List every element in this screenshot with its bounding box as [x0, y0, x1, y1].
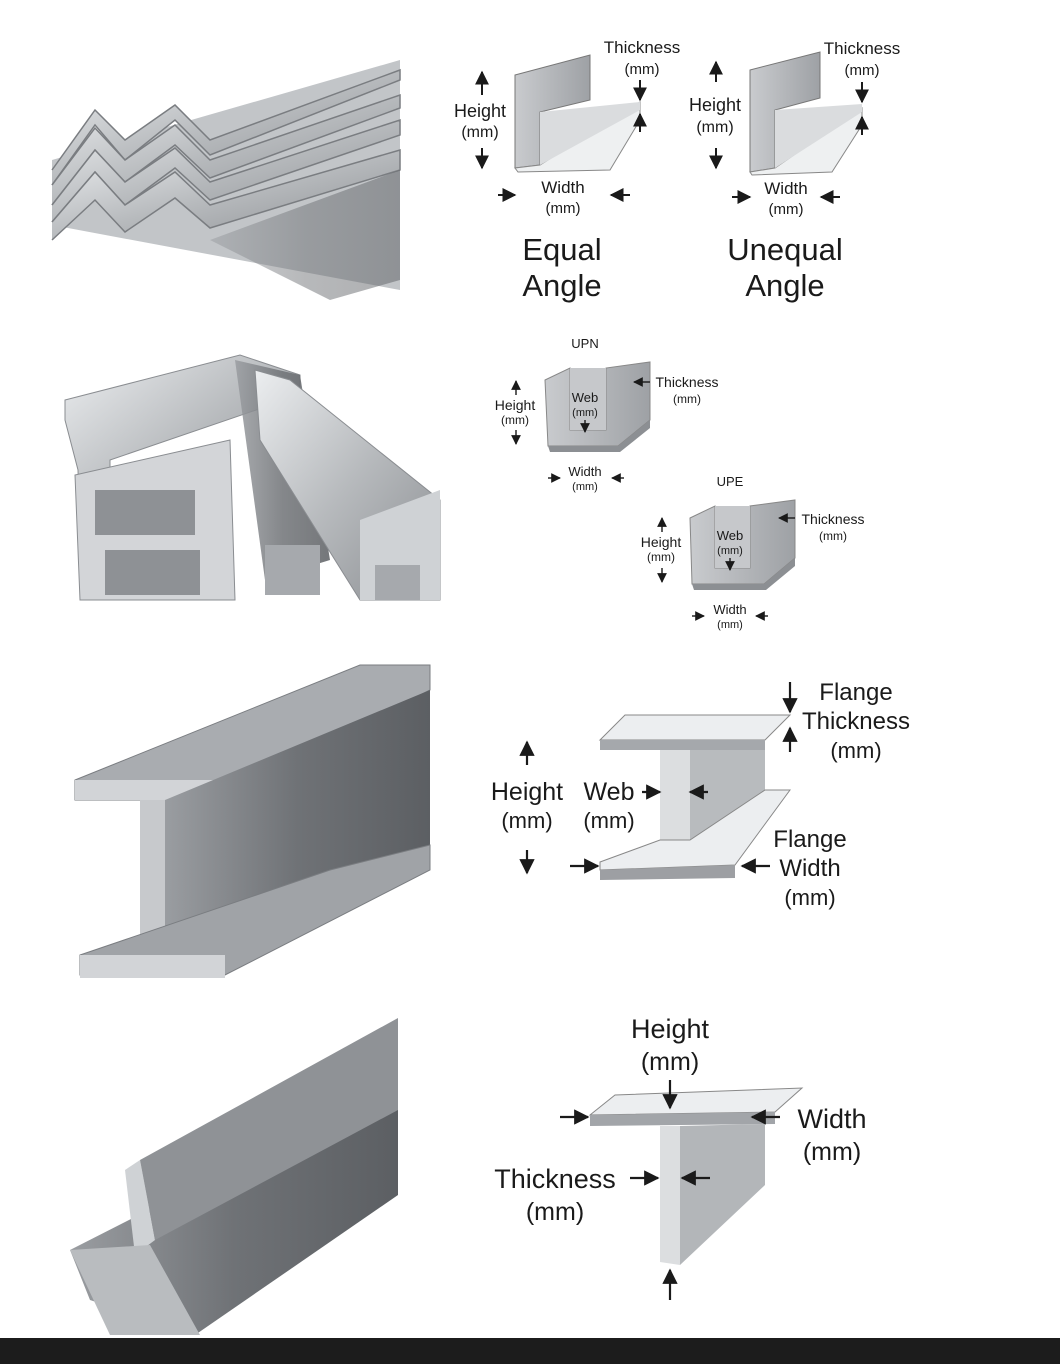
upe-title: UPE — [717, 474, 744, 489]
equal-thickness-unit: (mm) — [625, 61, 660, 78]
upn-diagram: UPN Height (mm) Web (mm) Width (mm) Thic… — [495, 336, 719, 493]
equal-width-label: Width — [541, 178, 584, 197]
unequal-height-unit: (mm) — [696, 119, 733, 136]
ibeam-web-unit: (mm) — [583, 808, 634, 833]
ibeam-flange-width-line2: Width — [779, 855, 840, 882]
upn-web-unit: (mm) — [572, 407, 598, 419]
upe-thickness-unit: (mm) — [819, 529, 847, 543]
bottom-bar — [0, 1338, 1060, 1364]
equal-angle-diagram: Height (mm) Width (mm) Thickness (mm) Eq… — [454, 38, 680, 303]
ibeam-photo — [74, 664, 431, 978]
upn-thickness-unit: (mm) — [673, 392, 701, 406]
equal-thickness-label: Thickness — [604, 38, 681, 57]
upe-height-unit: (mm) — [647, 550, 675, 564]
ibeam-web-label: Web — [584, 778, 635, 806]
upe-height-label: Height — [641, 534, 682, 550]
ibeam-flange-thickness-line2: Thickness — [802, 708, 910, 735]
angle-bars-photo — [51, 60, 401, 300]
tee-height-label: Height — [631, 1014, 710, 1044]
unequal-angle-diagram: Height (mm) Width (mm) Thickness (mm) Un… — [689, 39, 900, 303]
ibeam-flange-width-line1: Flange — [773, 826, 846, 853]
upn-thickness-label: Thickness — [655, 374, 718, 390]
equal-width-unit: (mm) — [546, 200, 581, 217]
tee-photo — [70, 1018, 398, 1335]
upn-height-unit: (mm) — [501, 413, 529, 427]
tee-thickness-unit: (mm) — [526, 1198, 584, 1226]
upe-thickness-label: Thickness — [801, 511, 864, 527]
unequal-thickness-label: Thickness — [824, 39, 901, 58]
upn-web-label: Web — [572, 390, 599, 405]
unequal-width-label: Width — [764, 179, 807, 198]
upe-web-label: Web — [717, 528, 744, 543]
tee-height-unit: (mm) — [641, 1048, 699, 1076]
equal-height-label: Height — [454, 101, 506, 121]
equal-height-unit: (mm) — [461, 124, 498, 141]
unequal-width-unit: (mm) — [769, 201, 804, 218]
tee-width-label: Width — [797, 1104, 866, 1134]
unequal-angle-title-line1: Unequal — [727, 232, 842, 267]
upn-width-label: Width — [568, 464, 601, 479]
upe-width-unit: (mm) — [717, 619, 743, 631]
ibeam-flange-thickness-line1: Flange — [819, 679, 892, 706]
tee-diagram: Height (mm) Width (mm) Thickness (mm) — [494, 1014, 867, 1300]
unequal-thickness-unit: (mm) — [845, 62, 880, 79]
upn-title: UPN — [571, 336, 598, 351]
ibeam-section: Height (mm) Web (mm) Flange Thickness (m… — [74, 664, 910, 978]
equal-angle-title-line1: Equal — [522, 232, 601, 267]
angle-section: Height (mm) Width (mm) Thickness (mm) Eq… — [51, 38, 900, 303]
upe-diagram: UPE Height (mm) Web (mm) Width (mm) Thic… — [641, 474, 865, 631]
ibeam-height-unit: (mm) — [501, 808, 552, 833]
ibeam-flange-thickness-unit: (mm) — [830, 738, 881, 763]
ibeam-height-label: Height — [491, 778, 563, 806]
upn-width-unit: (mm) — [572, 481, 598, 493]
tee-thickness-label: Thickness — [494, 1164, 616, 1194]
tee-width-unit: (mm) — [803, 1138, 861, 1166]
ibeam-flange-width-unit: (mm) — [784, 885, 835, 910]
ibeam-diagram: Height (mm) Web (mm) Flange Thickness (m… — [491, 679, 910, 910]
upn-height-label: Height — [495, 397, 536, 413]
upe-width-label: Width — [713, 602, 746, 617]
channel-section: UPN Height (mm) Web (mm) Width (mm) Thic… — [64, 336, 865, 631]
upe-web-unit: (mm) — [717, 545, 743, 557]
unequal-height-label: Height — [689, 95, 741, 115]
equal-angle-title-line2: Angle — [522, 268, 601, 303]
channel-bars-photo — [64, 354, 441, 601]
tee-section: Height (mm) Width (mm) Thickness (mm) — [70, 1014, 867, 1335]
unequal-angle-title-line2: Angle — [745, 268, 824, 303]
